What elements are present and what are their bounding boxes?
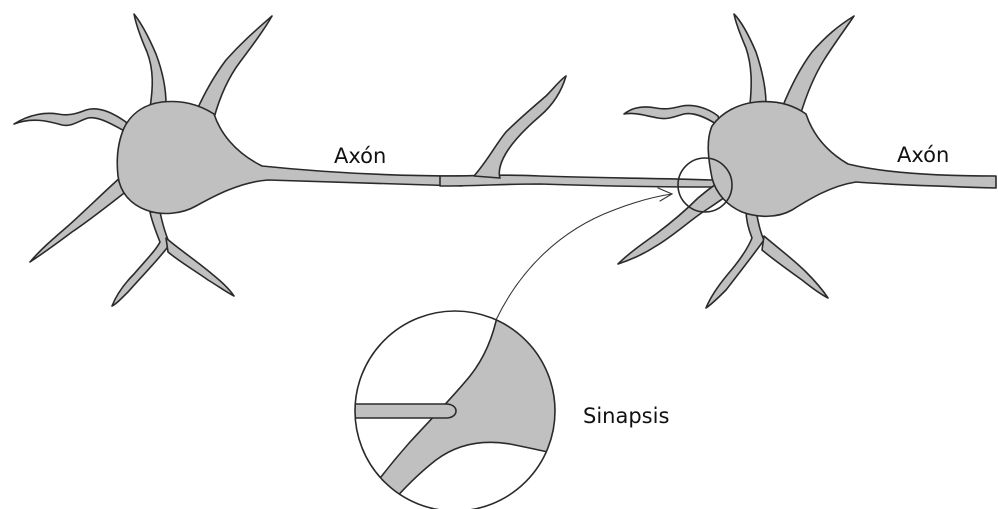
right-neuron-dendrite-top [734, 14, 766, 104]
right-neuron-soma [708, 102, 996, 217]
left-neuron-dendrite-left [14, 109, 128, 133]
magnified-axon-terminal [350, 404, 456, 418]
left-neuron-dendrite-bottom-branch [166, 238, 234, 296]
left-neuron-dendrite-bottom [112, 212, 170, 306]
right-neuron-dendrite-top-right [782, 16, 854, 116]
left-neuron-dendrite-top-right [196, 16, 272, 118]
left-neuron-dendrite-bottom-left [30, 176, 128, 262]
left-neuron-dendrite-top [134, 14, 166, 108]
right-neuron-dendrite-bottom-branch [762, 236, 828, 298]
right-neuron-dendrite-left [624, 105, 722, 128]
left-neuron-axon-branch [474, 76, 566, 178]
synapse-label: Sinapsis [583, 404, 669, 428]
synapse-magnified [350, 300, 570, 509]
axon-label-right: Axón [897, 143, 949, 167]
axon-label-left: Axón [334, 144, 386, 168]
pointer-arrow-line [496, 194, 672, 320]
left-neuron-soma [117, 102, 462, 214]
right-neuron-dendrite-bottom [706, 210, 764, 308]
